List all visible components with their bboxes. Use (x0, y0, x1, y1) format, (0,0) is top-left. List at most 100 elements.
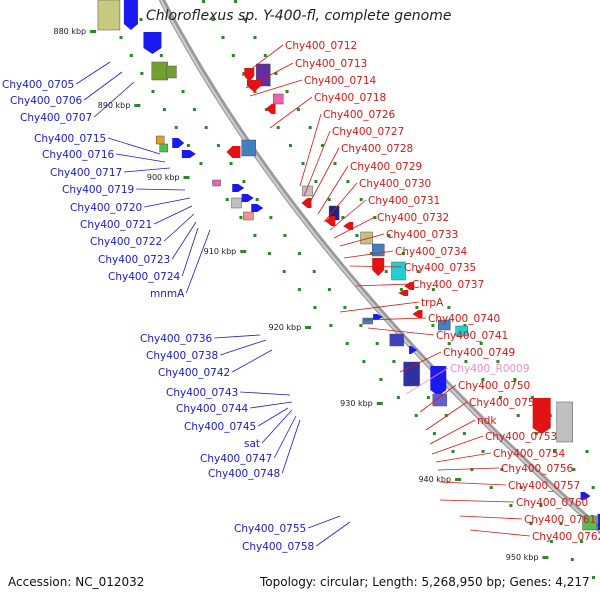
gene-feature[interactable] (409, 346, 418, 354)
left-gene-label[interactable]: Chy400_0758 (242, 521, 351, 553)
right-gene-label[interactable]: ndk (429, 415, 497, 445)
gene-feature[interactable] (532, 398, 551, 434)
right-gene-label[interactable]: Chy400_0713 (245, 58, 367, 89)
left-gene-label[interactable]: Chy400_0705 (2, 61, 111, 91)
gene-feature[interactable] (430, 366, 447, 396)
right-gene-label[interactable]: Chy400_R0009 (405, 363, 530, 395)
gene-feature[interactable] (212, 179, 221, 187)
gene-feature[interactable] (166, 65, 177, 79)
gene-feature[interactable] (97, 0, 121, 31)
gene-feature[interactable] (302, 185, 313, 197)
gene-feature[interactable] (159, 143, 168, 153)
right-gene-label[interactable]: Chy400_0741 (367, 327, 508, 342)
gene-feature[interactable] (232, 184, 245, 192)
gene-feature[interactable] (455, 325, 468, 337)
gene-feature[interactable] (231, 197, 242, 209)
gene-feature[interactable] (155, 135, 165, 145)
gene-feature[interactable] (372, 243, 385, 257)
right-gene-label[interactable]: Chy400_0732 (333, 212, 449, 239)
right-gene-label[interactable]: Chy400_0727 (303, 126, 404, 197)
left-gene-label[interactable]: Chy400_0719 (62, 184, 186, 196)
gene-feature[interactable] (438, 319, 451, 331)
gene-feature[interactable] (373, 314, 384, 320)
left-gene-label[interactable]: Chy400_0736 (140, 333, 261, 345)
right-gene-label[interactable]: Chy400_0735 (349, 262, 476, 274)
left-gene-label[interactable]: Chy400_0748 (208, 419, 301, 480)
right-gene-label[interactable]: Chy400_0729 (317, 161, 422, 215)
gene-feature[interactable] (241, 194, 254, 202)
gene-feature[interactable] (226, 146, 241, 158)
gene-feature[interactable] (404, 282, 415, 290)
right-gene-label[interactable]: Chy400_0762 (469, 529, 600, 543)
track-guide-dot (479, 342, 483, 345)
gene-feature[interactable] (247, 80, 262, 92)
right-gene-label[interactable]: Chy400_0761 (459, 514, 596, 526)
left-gene-label[interactable]: Chy400_0722 (90, 213, 195, 248)
left-gene-label[interactable]: Chy400_0743 (166, 387, 291, 399)
gene-feature[interactable] (251, 204, 264, 212)
gene-feature[interactable] (398, 290, 409, 296)
left-gene-label[interactable]: Chy400_0744 (176, 401, 293, 415)
right-gene-label[interactable]: Chy400_0726 (299, 109, 396, 187)
left-gene-label[interactable]: Chy400_0738 (146, 339, 267, 362)
gene-feature[interactable] (172, 138, 185, 148)
right-gene-label[interactable]: Chy400_0712 (241, 40, 357, 77)
gene-feature[interactable] (597, 514, 600, 530)
gene-feature[interactable] (272, 93, 284, 105)
left-gene-label[interactable]: Chy400_0747 (200, 415, 297, 465)
right-gene-label[interactable]: Chy400_0730 (323, 178, 431, 223)
right-gene-label[interactable]: trpA (339, 297, 444, 313)
left-gene-label[interactable]: Chy400_0723 (98, 221, 197, 266)
right-gene-label[interactable]: Chy400_0757 (439, 480, 580, 492)
right-gene-label[interactable]: Chy400_0750 (419, 380, 530, 413)
gene-feature[interactable] (556, 401, 573, 443)
right-gene-label[interactable]: Chy400_0749 (399, 347, 515, 373)
right-gene-label[interactable]: Chy400_0714 (249, 75, 377, 97)
gene-feature[interactable] (389, 333, 405, 347)
gene-feature[interactable] (244, 68, 255, 82)
gene-feature[interactable] (243, 211, 254, 221)
left-gene-label[interactable]: sat (244, 409, 293, 450)
left-gene-label[interactable]: Chy400_0745 (184, 407, 289, 433)
left-gene-label[interactable]: Chy400_0715 (34, 133, 161, 155)
right-gene-label[interactable]: Chy400_0754 (435, 448, 566, 463)
right-gene-label[interactable]: Chy400_0733 (339, 229, 458, 247)
gene-feature[interactable] (151, 61, 169, 81)
gene-feature[interactable] (432, 393, 448, 407)
gene-feature[interactable] (412, 310, 423, 318)
right-gene-label[interactable]: Chy400_0756 (437, 463, 574, 475)
gene-feature[interactable] (343, 222, 354, 230)
gene-feature[interactable] (181, 150, 196, 158)
gene-feature[interactable] (580, 492, 591, 500)
right-gene-label[interactable]: Chy400_0751 (425, 397, 541, 431)
right-gene-label[interactable]: Chy400_0740 (363, 313, 500, 325)
gene-feature[interactable] (123, 0, 138, 30)
gene-feature[interactable] (301, 198, 312, 208)
gene-feature[interactable] (360, 231, 373, 245)
right-gene-label[interactable]: Chy400_0734 (343, 246, 468, 259)
left-gene-label[interactable]: Chy400_0717 (50, 167, 171, 179)
right-gene-label[interactable]: Chy400_0718 (269, 92, 386, 129)
gene-feature[interactable] (403, 361, 420, 387)
left-gene-label[interactable]: Chy400_0720 (70, 197, 191, 214)
gene-feature[interactable] (143, 32, 162, 54)
left-gene-label[interactable]: mnmA (150, 229, 211, 300)
left-gene-label[interactable]: Chy400_0721 (80, 205, 193, 231)
right-gene-label[interactable]: Chy400_0737 (355, 279, 484, 291)
left-gene-label[interactable]: Chy400_0742 (158, 349, 273, 379)
gene-feature[interactable] (325, 216, 336, 226)
right-gene-label[interactable]: Chy400_0728 (307, 143, 413, 207)
gene-feature[interactable] (372, 258, 385, 276)
right-gene-label[interactable]: Chy400_0753 (431, 431, 557, 455)
left-gene-label[interactable]: Chy400_0755 (234, 515, 341, 535)
left-gene-label[interactable]: Chy400_0716 (42, 149, 166, 163)
gene-feature[interactable] (362, 317, 373, 325)
left-gene-label[interactable]: Chy400_0724 (108, 227, 199, 283)
left-gene-label[interactable]: Chy400_0707 (20, 81, 135, 124)
gene-feature[interactable] (241, 139, 256, 157)
gene-feature[interactable] (265, 104, 276, 114)
right-gene-label[interactable]: Chy400_0731 (329, 195, 440, 231)
gene-feature[interactable] (582, 515, 597, 531)
right-gene-label[interactable]: Chy400_0760 (439, 497, 588, 509)
left-gene-label[interactable]: Chy400_0706 (10, 71, 123, 107)
